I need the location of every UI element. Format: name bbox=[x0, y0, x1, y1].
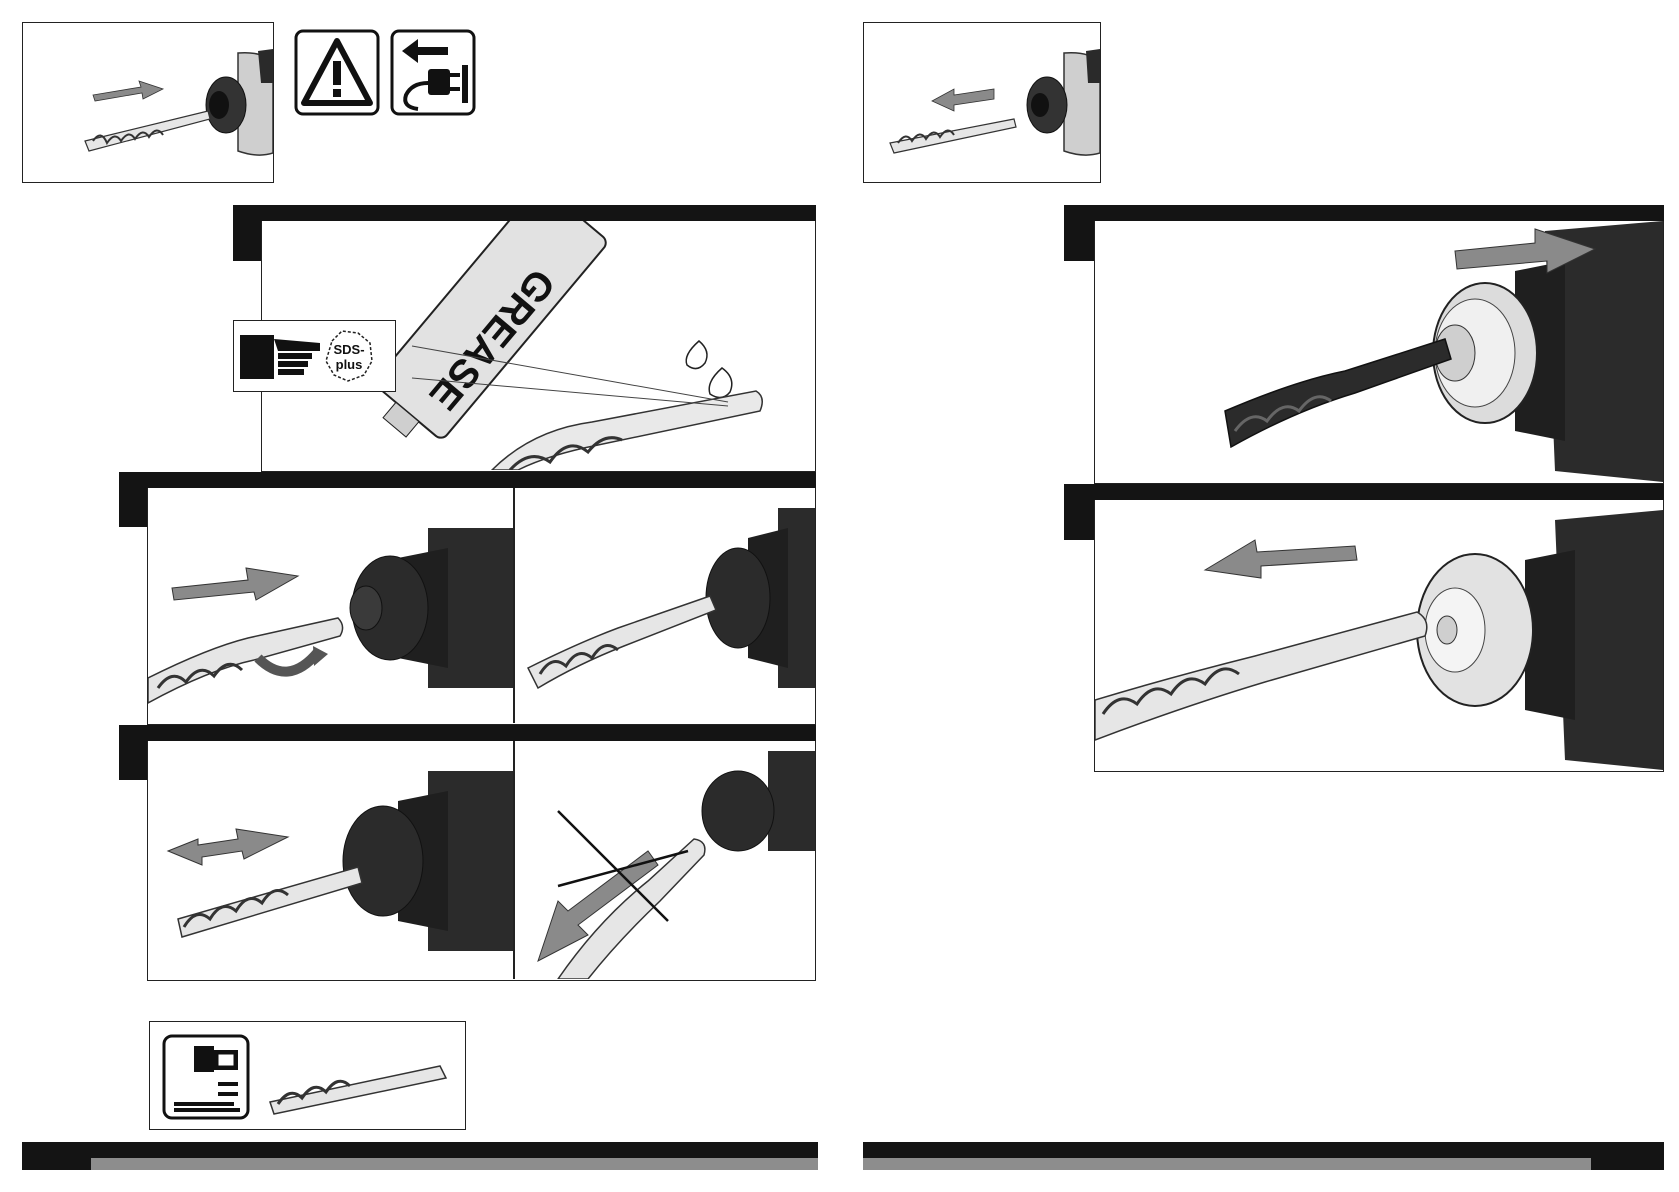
warning-triangle-icon bbox=[294, 29, 380, 116]
pull-sleeve-step-header bbox=[1064, 205, 1664, 222]
remove-step-header bbox=[1064, 484, 1664, 501]
grease-step-header bbox=[233, 205, 816, 222]
insert-bit-thumbnail bbox=[22, 22, 274, 183]
pointing-hand-icon bbox=[240, 335, 320, 379]
left-footer-stripe bbox=[91, 1158, 818, 1170]
insert-step-panel bbox=[147, 488, 816, 725]
sds-badge-line2: plus bbox=[336, 357, 363, 372]
remove-bit-thumbnail bbox=[863, 22, 1101, 183]
chuck-type-box bbox=[149, 1021, 466, 1130]
unplug-icon bbox=[390, 29, 476, 116]
sds-badge-line1: SDS- bbox=[333, 342, 364, 357]
remove-step-panel bbox=[1094, 500, 1664, 772]
pull-sleeve-step-panel bbox=[1094, 221, 1664, 484]
sds-plus-callout: SDS- plus bbox=[233, 320, 396, 392]
insert-step-header bbox=[119, 472, 816, 489]
right-footer-stripe bbox=[863, 1158, 1591, 1170]
chuck-type-icon bbox=[164, 1036, 248, 1118]
check-step-panel bbox=[147, 741, 816, 981]
